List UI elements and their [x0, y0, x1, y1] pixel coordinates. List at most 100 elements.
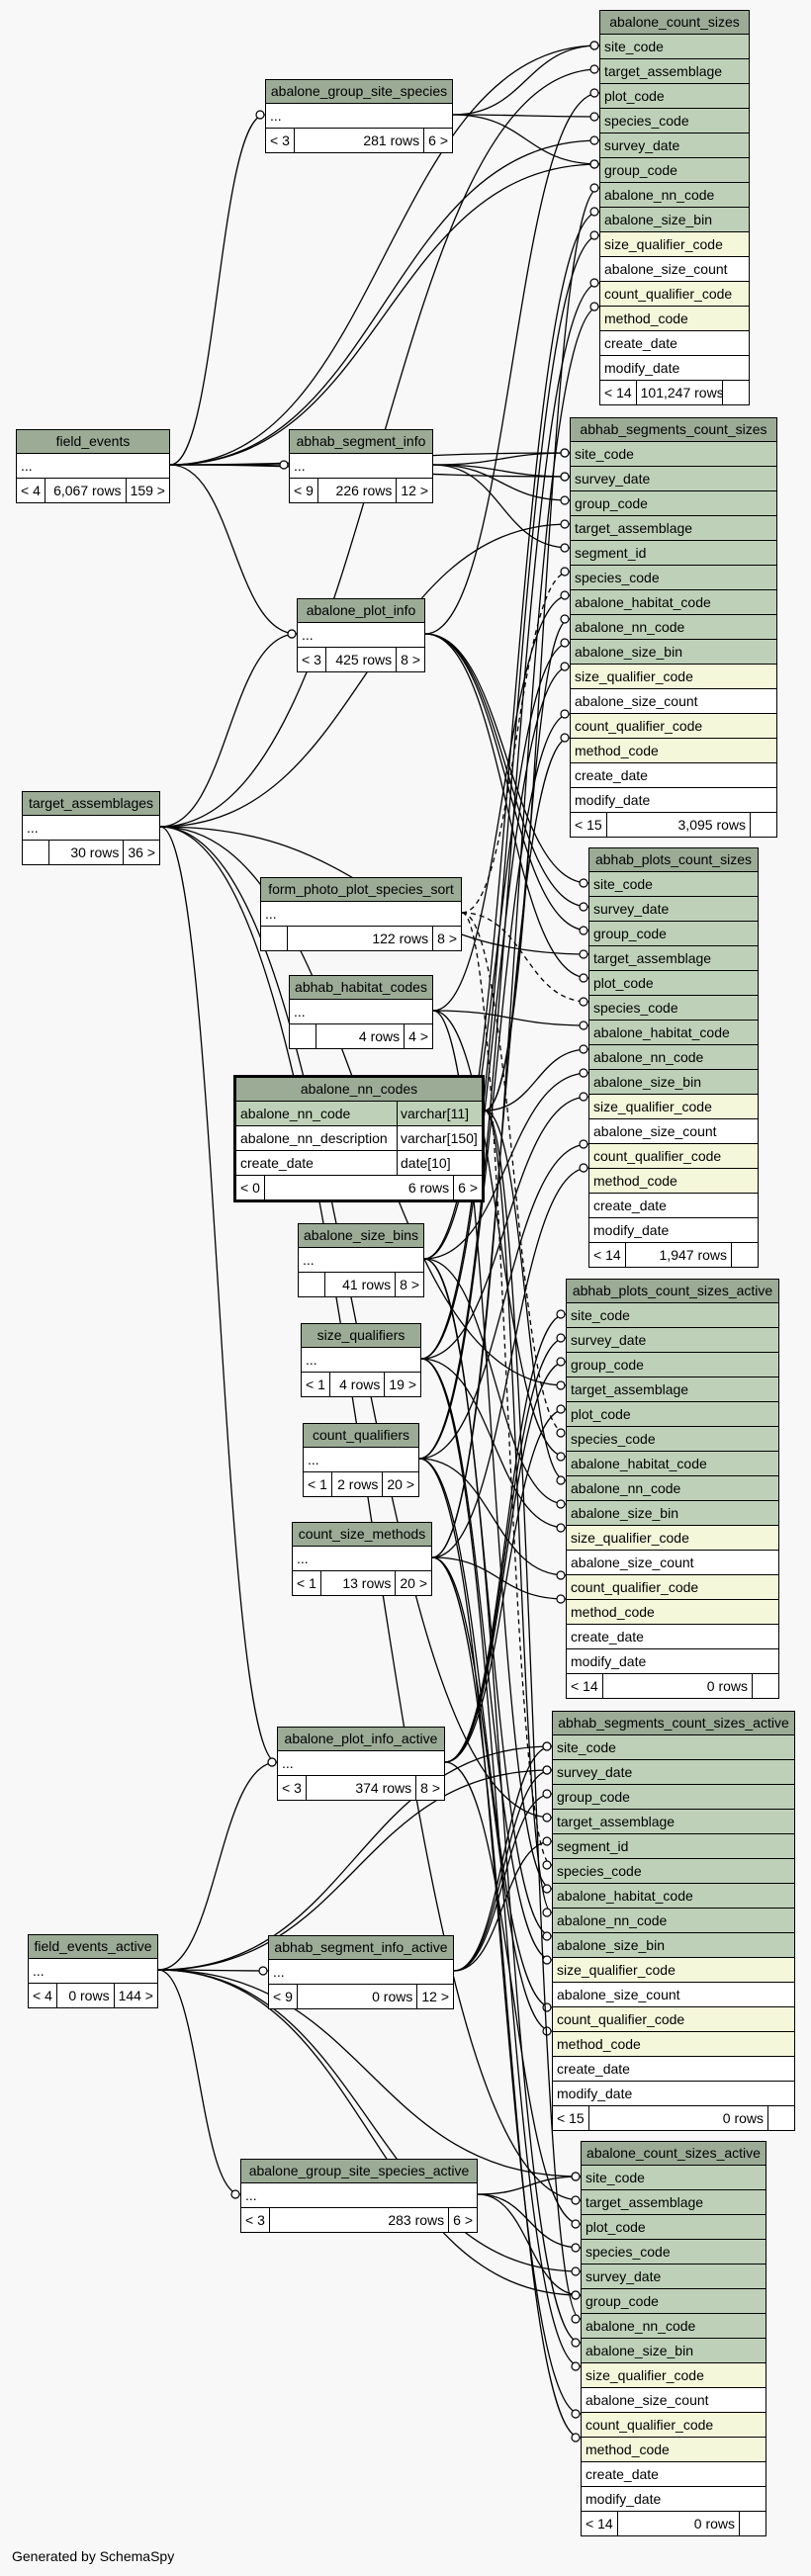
column-row[interactable]: site_code [567, 1303, 778, 1328]
column-row[interactable]: ... [290, 454, 432, 479]
table-title[interactable]: abalone_group_site_species_active [241, 2160, 477, 2183]
column-row[interactable]: plot_code [567, 1402, 778, 1427]
row-count[interactable]: 0 rows [298, 1985, 418, 2008]
row-count[interactable]: 13 rows [321, 1571, 397, 1595]
parents-count[interactable]: < 9 [269, 1985, 298, 2008]
column-row[interactable]: modify_date [553, 2082, 794, 2106]
column-row[interactable]: method_code [582, 2438, 766, 2462]
parents-count[interactable]: < 0 [236, 1176, 265, 1199]
column-row[interactable]: target_assemblage [553, 1810, 794, 1834]
column-row[interactable]: abalone_habitat_code [589, 1021, 758, 1045]
column-row[interactable]: abalone_size_count [571, 689, 776, 714]
children-count[interactable]: 6 > [458, 1180, 478, 1196]
row-count[interactable]: 4 rows [316, 1024, 406, 1048]
row-count[interactable]: 6 rows [265, 1176, 455, 1199]
parents-count[interactable]: < 1 [293, 1571, 321, 1595]
column-row[interactable]: abalone_size_bin [582, 2339, 766, 2363]
parents-count[interactable] [290, 1024, 316, 1048]
parents-count[interactable] [299, 1273, 325, 1296]
column-row[interactable]: abalone_size_bin [589, 1070, 758, 1095]
column-row[interactable]: size_qualifier_code [589, 1095, 758, 1119]
column-row[interactable]: target_assemblage [600, 59, 749, 84]
parents-count[interactable]: < 14 [600, 381, 637, 404]
column-row[interactable]: abalone_nn_code [589, 1045, 758, 1070]
column-row[interactable]: species_code [567, 1427, 778, 1452]
children-count[interactable] [751, 813, 776, 837]
table-title[interactable]: abhab_plots_count_sizes_active [567, 1280, 778, 1303]
row-count[interactable]: 3,095 rows [607, 813, 751, 837]
column-row[interactable]: count_qualifier_code [567, 1575, 778, 1600]
column-row[interactable]: abalone_habitat_code [553, 1884, 794, 1909]
column-row[interactable]: site_code [571, 442, 776, 467]
column-row[interactable]: ... [278, 1751, 444, 1776]
table-title[interactable]: abalone_count_sizes_active [582, 2142, 766, 2166]
column-row[interactable]: species_code [582, 2240, 766, 2265]
children-count[interactable] [768, 2106, 794, 2130]
children-count[interactable]: 8 > [437, 931, 457, 946]
parents-count[interactable]: < 3 [241, 2208, 270, 2232]
column-row[interactable]: site_code [582, 2166, 766, 2190]
column-row[interactable]: group_code [571, 491, 776, 516]
table-title[interactable]: abhab_segment_info_active [269, 1936, 453, 1960]
column-row[interactable]: plot_code [600, 84, 749, 109]
table-title[interactable]: abhab_plots_count_sizes [589, 848, 758, 872]
column-row[interactable]: abalone_size_bin [553, 1933, 794, 1958]
children-count[interactable]: 12 > [421, 1989, 449, 2004]
column-row[interactable]: modify_date [571, 788, 776, 813]
column-row[interactable]: species_code [589, 996, 758, 1021]
children-count[interactable] [740, 2512, 766, 2535]
parents-count[interactable]: < 1 [302, 1373, 330, 1396]
table-title[interactable]: size_qualifiers [302, 1324, 420, 1348]
parents-count[interactable]: < 3 [278, 1776, 307, 1800]
column-row[interactable]: abalone_size_bin [600, 208, 749, 232]
column-row[interactable]: abalone_habitat_code [571, 590, 776, 615]
children-count[interactable]: 19 > [389, 1377, 416, 1392]
row-count[interactable]: 2 rows [332, 1472, 384, 1496]
parents-count[interactable]: < 3 [266, 129, 295, 152]
column-row[interactable]: create_date [567, 1625, 778, 1649]
table-title[interactable]: field_events [17, 430, 169, 454]
column-row[interactable]: create_date [582, 2462, 766, 2487]
column-row[interactable]: create_date [553, 2057, 794, 2082]
children-count[interactable]: 8 > [400, 1277, 419, 1292]
column-row[interactable]: site_code [553, 1735, 794, 1760]
column-row[interactable]: abalone_nn_code [553, 1909, 794, 1933]
table-title[interactable]: abhab_segment_info [290, 430, 432, 454]
column-row[interactable]: species_code [600, 109, 749, 133]
row-count[interactable]: 30 rows [49, 841, 125, 864]
parents-count[interactable]: < 4 [29, 1984, 57, 2007]
children-count[interactable]: 20 > [400, 1575, 427, 1591]
column-row[interactable]: modify_date [567, 1649, 778, 1674]
column-row[interactable]: abalone_nn_code [600, 183, 749, 208]
children-count[interactable]: 144 > [118, 1988, 153, 2003]
column-row[interactable]: target_assemblage [589, 946, 758, 971]
table-title[interactable]: abalone_group_site_species [266, 80, 452, 104]
column-row[interactable]: survey_date [589, 897, 758, 922]
column-row[interactable]: abalone_size_count [589, 1119, 758, 1144]
column-row[interactable]: ... [302, 1348, 420, 1373]
column-row[interactable]: method_code [571, 739, 776, 763]
column-row[interactable]: survey_date [600, 133, 749, 158]
row-count[interactable]: 0 rows [603, 1674, 753, 1698]
column-row[interactable]: abalone_size_count [567, 1551, 778, 1575]
column-row[interactable]: abalone_size_bin [571, 640, 776, 665]
table-title[interactable]: abhab_segments_count_sizes_active [553, 1712, 794, 1735]
column-row[interactable]: target_assemblage [582, 2190, 766, 2215]
parents-count[interactable]: < 9 [290, 479, 318, 502]
column-row[interactable]: size_qualifier_code [582, 2363, 766, 2388]
column-row[interactable]: ... [290, 1000, 432, 1024]
column-row[interactable]: abalone_size_count [600, 257, 749, 282]
table-title[interactable]: count_size_methods [293, 1523, 431, 1547]
